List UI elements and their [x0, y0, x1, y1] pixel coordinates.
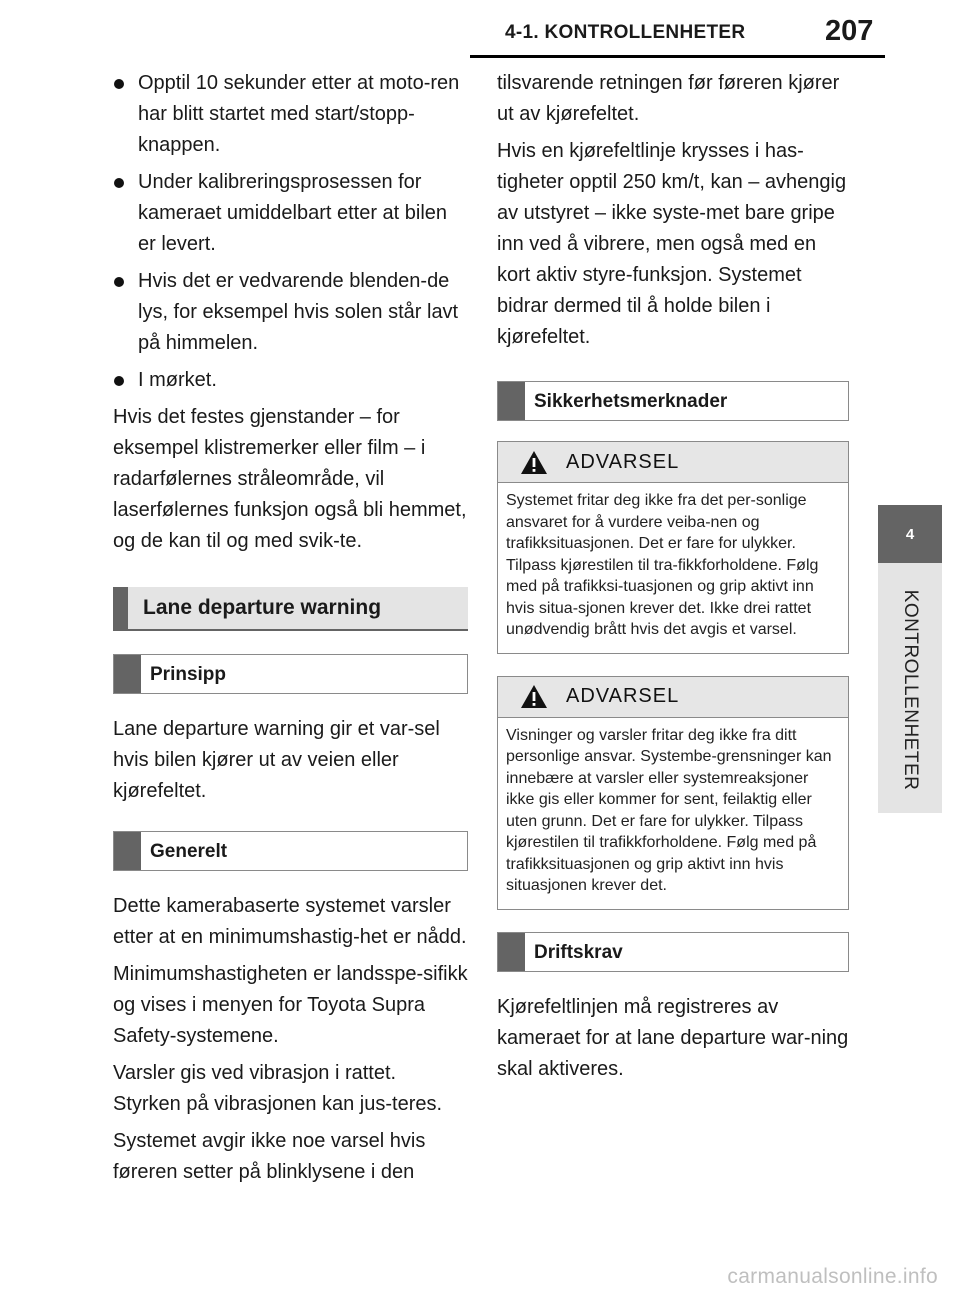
- bullet-text: Opptil 10 sekunder etter at moto-ren har…: [138, 72, 460, 156]
- subheading-text: Generelt: [150, 841, 228, 862]
- bullet-text: I mørket.: [138, 369, 217, 391]
- section-heading-lane-departure: Lane departure warning: [113, 587, 468, 631]
- bullet-dot-icon: [114, 376, 124, 386]
- warning-title: ADVARSEL: [566, 685, 680, 707]
- subheading-marker: [498, 932, 525, 971]
- warning-box: ADVARSEL Visninger og varsler fritar deg…: [497, 675, 849, 910]
- warning-box: ADVARSEL Systemet fritar deg ikke fra de…: [497, 441, 849, 654]
- subheading-marker: [114, 832, 141, 870]
- page-number: 207: [825, 15, 874, 47]
- heading-marker: [113, 587, 128, 630]
- chapter-number-tab: 4: [878, 505, 942, 563]
- body-paragraph: Lane departure warning gir et var-sel hv…: [113, 718, 440, 802]
- body-paragraph: Minimumshastigheten er landsspe-sifikk o…: [113, 963, 468, 1047]
- body-paragraph: Varsler gis ved vibrasjon i rattet. Styr…: [113, 1062, 443, 1115]
- bullet-item: Opptil 10 sekunder etter at moto-ren har…: [113, 68, 468, 161]
- watermark-link[interactable]: carmanualsonline.info: [727, 1265, 938, 1288]
- subheading-prinsipp: Prinsipp: [113, 654, 468, 694]
- chapter-label: KONTROLLENHETER: [900, 589, 921, 791]
- subheading-marker: [498, 382, 525, 420]
- subheading-driftskrav: Driftskrav: [497, 931, 849, 972]
- heading-underline: [113, 629, 468, 631]
- bullet-dot-icon: [114, 79, 124, 89]
- body-paragraph: Kjørefeltlinjen må registreres av kamera…: [497, 995, 849, 1080]
- subheading-generelt: Generelt: [113, 831, 468, 871]
- warning-text: Systemet fritar deg ikke fra det per-son…: [506, 492, 819, 638]
- body-paragraph: Hvis det festes gjenstander – for eksemp…: [113, 406, 467, 552]
- subheading-text: Prinsipp: [150, 664, 227, 685]
- left-column: Opptil 10 sekunder etter at moto-ren har…: [113, 68, 468, 1194]
- header-rule: [470, 55, 885, 58]
- section-heading-text: Lane departure warning: [143, 596, 382, 619]
- bullet-dot-icon: [114, 277, 124, 287]
- bullet-item: I mørket.: [113, 365, 468, 396]
- right-column: tilsvarende retningen før føreren kjører…: [497, 68, 849, 1091]
- body-paragraph: Systemet avgir ikke noe varsel hvis føre…: [113, 1130, 426, 1183]
- warning-triangle-icon: [521, 450, 547, 474]
- bullet-text: Under kalibreringsprosessen for kameraet…: [138, 171, 448, 255]
- bullet-item: Hvis det er vedvarende blenden-de lys, f…: [113, 266, 468, 359]
- body-paragraph: tilsvarende retningen før føreren kjører…: [497, 72, 840, 125]
- subheading-text: Sikkerhetsmerknader: [534, 391, 728, 412]
- chapter-tab-background: [878, 563, 942, 813]
- body-paragraph: Hvis en kjørefeltlinje krysses i has-tig…: [497, 140, 847, 348]
- warning-triangle-icon: [521, 685, 547, 708]
- bullet-dot-icon: [114, 178, 124, 188]
- subheading-sikkerhetsmerknader: Sikkerhetsmerknader: [497, 381, 849, 421]
- section-title: 4-1. KONTROLLENHETER: [505, 22, 746, 43]
- warning-text: Visninger og varsler fritar deg ikke fra…: [506, 726, 832, 895]
- warning-header: ADVARSEL: [498, 442, 848, 483]
- warning-header: ADVARSEL: [498, 676, 848, 718]
- subheading-marker: [114, 655, 141, 693]
- warning-title: ADVARSEL: [566, 450, 680, 473]
- bullet-item: Under kalibreringsprosessen for kameraet…: [113, 167, 468, 260]
- body-paragraph: Dette kamerabaserte systemet varsler ett…: [113, 895, 467, 948]
- subheading-text: Driftskrav: [534, 941, 623, 963]
- bullet-text: Hvis det er vedvarende blenden-de lys, f…: [138, 270, 459, 354]
